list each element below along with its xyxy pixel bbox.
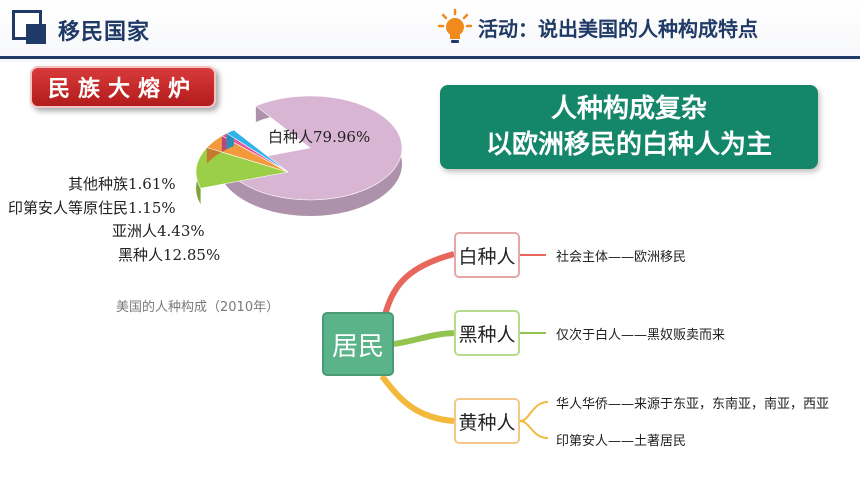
header-divider [0, 56, 860, 59]
branch-black-connector [393, 330, 455, 347]
branch-yellow-tail-1 [519, 401, 549, 422]
label-white: 白种人79.96% [268, 128, 371, 146]
banner-line-1: 人种构成复杂 [550, 94, 707, 124]
white-note: 社会主体——欧洲移民 [556, 250, 687, 265]
race-white-node: 白种人 [454, 232, 520, 278]
slice-other [226, 129, 289, 173]
yellow-note-indigenous: 印第安人——土著居民 [556, 434, 687, 449]
branch-white-connector [381, 251, 455, 319]
mindmap-root-residents: 居民 [322, 312, 394, 376]
yellow-note-chinese: 华人华侨——来源于东亚，东南亚，南亚，西亚 [556, 397, 830, 412]
page-title: 移民国家 [58, 20, 151, 45]
conclusion-banner: 人种构成复杂 以欧洲移民的白种人为主 [440, 85, 818, 169]
logo-square-icon [12, 10, 46, 44]
race-black-node: 黑种人 [454, 310, 520, 356]
label-indigenous: 印第安人等原住民1.15% [8, 199, 176, 217]
label-asian: 亚洲人4.43% [112, 222, 205, 240]
race-pie-chart [195, 95, 403, 216]
branch-yellow-connector [379, 374, 455, 424]
black-note: 仅次于白人——黑奴贩卖而来 [556, 328, 726, 343]
slice-black [195, 147, 289, 189]
activity-title: 活动：说出美国的人种构成特点 [478, 16, 758, 41]
activity-heading: 活动：说出美国的人种构成特点 [438, 8, 758, 46]
race-yellow-node: 黄种人 [454, 398, 520, 444]
label-other: 其他种族1.61% [68, 175, 176, 193]
label-black: 黑种人12.85% [118, 246, 221, 264]
header-bar: 移民国家 活动：说出美国的人种构成特点 [0, 0, 860, 62]
chart-caption: 美国的人种构成（2010年） [116, 300, 280, 315]
topic-tag: 民族大熔炉 [30, 66, 216, 108]
lightbulb-icon [438, 8, 472, 43]
banner-line-2: 以欧洲移民的白种人为主 [485, 130, 772, 160]
branch-yellow-tail-2 [519, 420, 549, 439]
